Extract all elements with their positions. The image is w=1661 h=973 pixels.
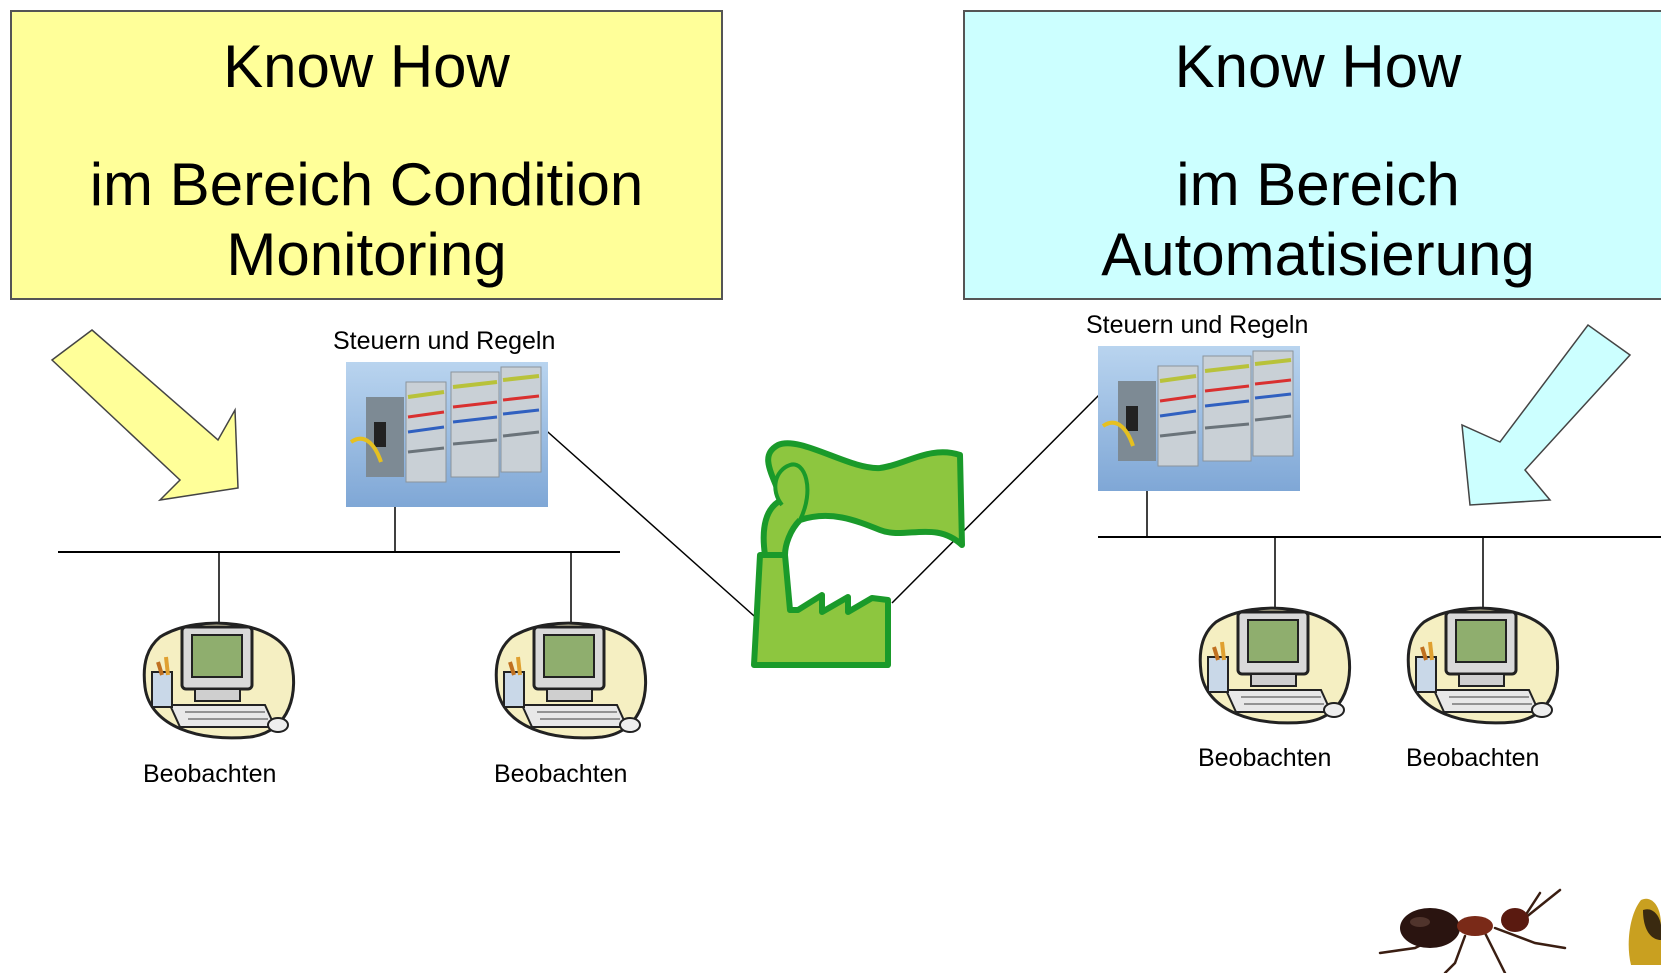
computer-workstation-icon xyxy=(1198,606,1352,725)
heading-box-condition-monitoring: Know How im Bereich Condition Monitoring xyxy=(10,10,723,300)
right-controller-factory-link xyxy=(891,391,1103,604)
computer-workstation-icon xyxy=(142,621,296,740)
arrow-left-icon xyxy=(50,329,239,502)
workstation-label: Beobachten xyxy=(1406,744,1540,772)
ant-icon xyxy=(1378,888,1567,973)
computer-workstation-icon xyxy=(1406,606,1560,725)
plc-controller-icon xyxy=(346,362,548,507)
heading-line-1: Know How xyxy=(223,33,510,100)
left-controller-factory-link xyxy=(539,424,763,624)
heading-line-1: Know How xyxy=(1174,33,1462,100)
left-controller-label: Steuern und Regeln xyxy=(333,327,556,355)
heading-line-2: im Bereich Condition Monitoring xyxy=(89,151,644,288)
plc-controller-icon xyxy=(1098,346,1300,491)
workstation-label: Beobachten xyxy=(1198,744,1332,772)
workstation-label: Beobachten xyxy=(494,760,628,788)
workstation-label: Beobachten xyxy=(143,760,277,788)
computer-workstation-icon xyxy=(494,621,648,740)
arrow-right-icon xyxy=(1461,323,1632,506)
factory-icon xyxy=(751,440,965,668)
insect-partial-icon xyxy=(1628,898,1661,965)
right-controller-label: Steuern und Regeln xyxy=(1086,311,1309,339)
heading-box-automatisierung: Know How im Bereich Automatisierung xyxy=(963,10,1661,300)
heading-line-2: im Bereich Automatisierung xyxy=(1101,151,1535,288)
